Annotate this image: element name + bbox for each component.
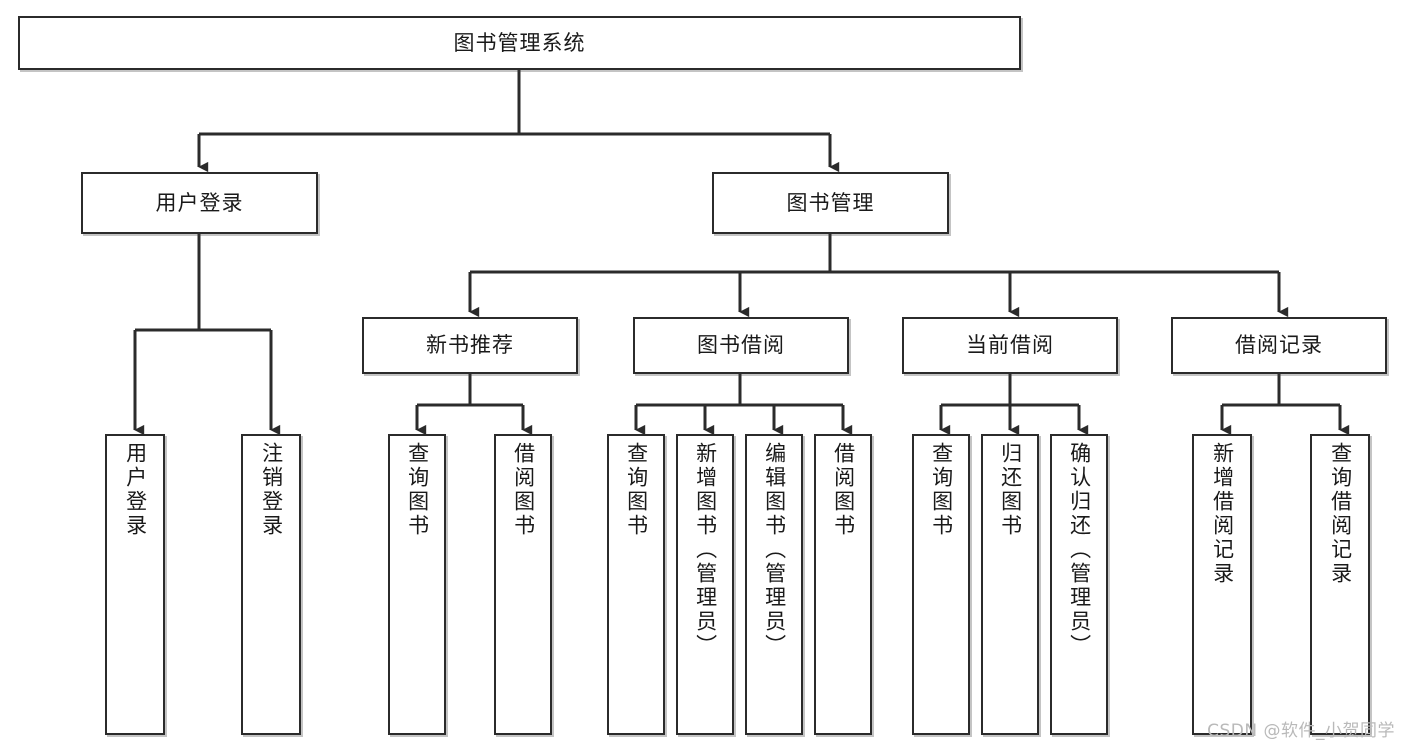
leaf-borrow-book[interactable]: 借阅图书 [814, 434, 872, 735]
node-label: 注销登录 [259, 442, 284, 538]
node-label: 借阅记录 [1235, 333, 1323, 358]
csdn-watermark: CSDN @软件_小贺同学 [1207, 721, 1395, 741]
node-current-borrow[interactable]: 当前借阅 [902, 317, 1118, 374]
node-label: 借阅图书 [511, 442, 536, 538]
node-label: 归还图书 [998, 442, 1023, 538]
node-label: 当前借阅 [966, 333, 1054, 358]
leaf-query-book-recommend[interactable]: 查询图书 [388, 434, 446, 735]
leaf-return-book[interactable]: 归还图书 [981, 434, 1039, 735]
leaf-query-book-current[interactable]: 查询图书 [912, 434, 970, 735]
node-root-system[interactable]: 图书管理系统 [18, 16, 1021, 70]
node-label: 图书管理系统 [453, 30, 586, 55]
leaf-borrow-book-recommend[interactable]: 借阅图书 [494, 434, 552, 735]
node-label: 用户登录 [123, 442, 148, 538]
node-label: 借阅图书 [831, 442, 856, 538]
leaf-logout[interactable]: 注销登录 [241, 434, 301, 735]
node-label: 确认归还（管理员） [1067, 442, 1092, 658]
leaf-query-borrow-record[interactable]: 查询借阅记录 [1310, 434, 1370, 735]
node-label: 图书管理 [786, 190, 875, 215]
node-label: 查询图书 [929, 442, 954, 538]
node-book-management[interactable]: 图书管理 [712, 172, 949, 234]
leaf-query-book-borrow[interactable]: 查询图书 [607, 434, 665, 735]
node-book-borrow[interactable]: 图书借阅 [633, 317, 849, 374]
node-label: 新增借阅记录 [1210, 442, 1235, 586]
node-label: 查询图书 [624, 442, 649, 538]
node-label: 查询图书 [405, 442, 430, 538]
leaf-add-book-admin[interactable]: 新增图书（管理员） [676, 434, 734, 735]
node-label: 查询借阅记录 [1328, 442, 1353, 586]
leaf-add-borrow-record[interactable]: 新增借阅记录 [1192, 434, 1252, 735]
leaf-user-login[interactable]: 用户登录 [105, 434, 165, 735]
node-label: 编辑图书（管理员） [762, 442, 787, 658]
node-label: 新书推荐 [426, 333, 514, 358]
node-label: 图书借阅 [697, 333, 785, 358]
leaf-confirm-return-admin[interactable]: 确认归还（管理员） [1050, 434, 1108, 735]
node-borrow-record[interactable]: 借阅记录 [1171, 317, 1387, 374]
node-label: 用户登录 [155, 190, 244, 215]
node-user-login[interactable]: 用户登录 [81, 172, 318, 234]
node-new-book-recommend[interactable]: 新书推荐 [362, 317, 578, 374]
node-label: 新增图书（管理员） [693, 442, 718, 658]
leaf-edit-book-admin[interactable]: 编辑图书（管理员） [745, 434, 803, 735]
